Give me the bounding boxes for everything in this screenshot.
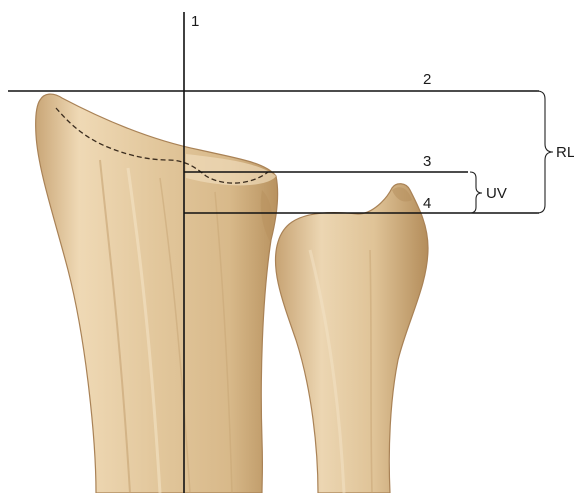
- uv-brace: [470, 172, 482, 213]
- rl-brace: [537, 91, 553, 213]
- label-rl: RL: [556, 144, 574, 161]
- label-uv: UV: [486, 185, 507, 202]
- label-line-3: 3: [423, 153, 431, 170]
- ulna-bone: [275, 184, 428, 493]
- label-line-4: 4: [423, 195, 431, 212]
- radius-bone: [36, 94, 278, 493]
- label-line-2: 2: [423, 71, 431, 88]
- braces: [470, 91, 553, 213]
- label-line-1: 1: [191, 13, 199, 30]
- ulna-shape: [275, 184, 428, 493]
